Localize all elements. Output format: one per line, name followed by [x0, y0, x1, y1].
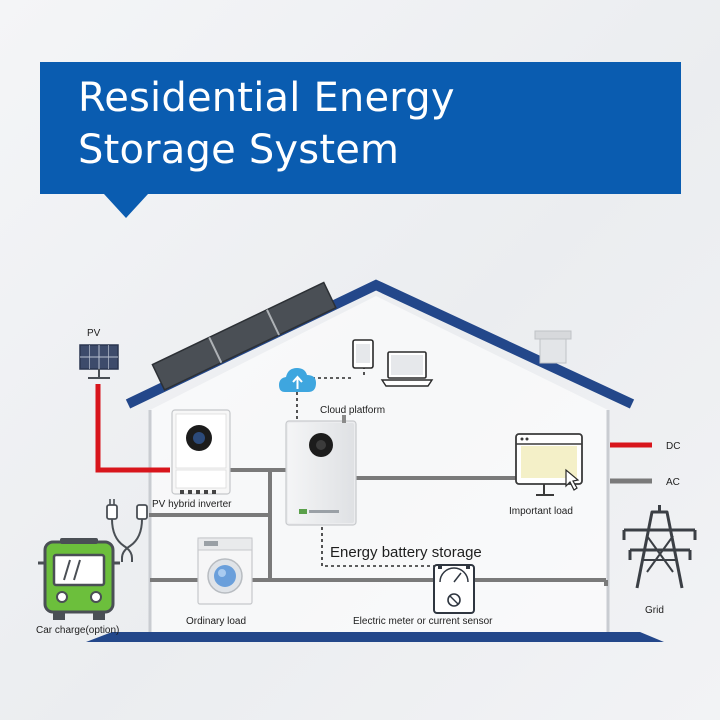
- page-title: Residential Energy Storage System: [78, 72, 638, 176]
- house: [86, 279, 664, 642]
- page-title-line-1: Residential Energy: [78, 75, 455, 121]
- legend-dc-label: DC: [666, 441, 680, 452]
- battery-logo-icon: [299, 509, 307, 514]
- bus-icon: [38, 538, 120, 620]
- pv-hybrid-inverter-label: PV hybrid inverter: [152, 499, 232, 510]
- electric-meter-icon: [433, 564, 475, 614]
- pv-hybrid-inverter: [171, 409, 231, 495]
- battery-logo-text-bar: [309, 510, 339, 513]
- energy-battery-storage-label: Energy battery storage: [330, 544, 482, 561]
- rooftop-solar-array: [151, 281, 337, 391]
- pv-label: PV: [87, 328, 101, 339]
- washing-machine-icon: [197, 537, 253, 605]
- chimney: [534, 330, 572, 364]
- grid-label: Grid: [645, 605, 664, 616]
- important-load-label: Important load: [509, 506, 573, 517]
- solar-panel-icon: [79, 344, 119, 379]
- car-charge-label: Car charge(option): [36, 625, 119, 636]
- legend-ac-label: AC: [666, 477, 680, 488]
- legend: DC AC: [610, 441, 680, 488]
- ordinary-load-label: Ordinary load: [186, 616, 246, 627]
- cloud-upload-icon: [279, 368, 316, 392]
- dc-line-pv-to-inverter: [95, 384, 170, 473]
- house-floor: [86, 632, 664, 642]
- monitor-icon: [515, 433, 583, 496]
- title-banner-pointer: [104, 194, 148, 218]
- transmission-tower-icon: [622, 505, 697, 589]
- tablet-icon: [352, 339, 374, 369]
- ev-charger-plug-icon: [106, 499, 148, 562]
- energy-battery-storage-unit: [285, 415, 357, 526]
- title-banner: [40, 62, 681, 194]
- house-wall: [150, 296, 608, 640]
- electric-meter-label: Electric meter or current sensor: [353, 616, 493, 627]
- laptop-icon: [380, 351, 434, 387]
- cloud-platform-label: Cloud platform: [320, 405, 385, 416]
- page-title-line-2: Storage System: [78, 127, 400, 173]
